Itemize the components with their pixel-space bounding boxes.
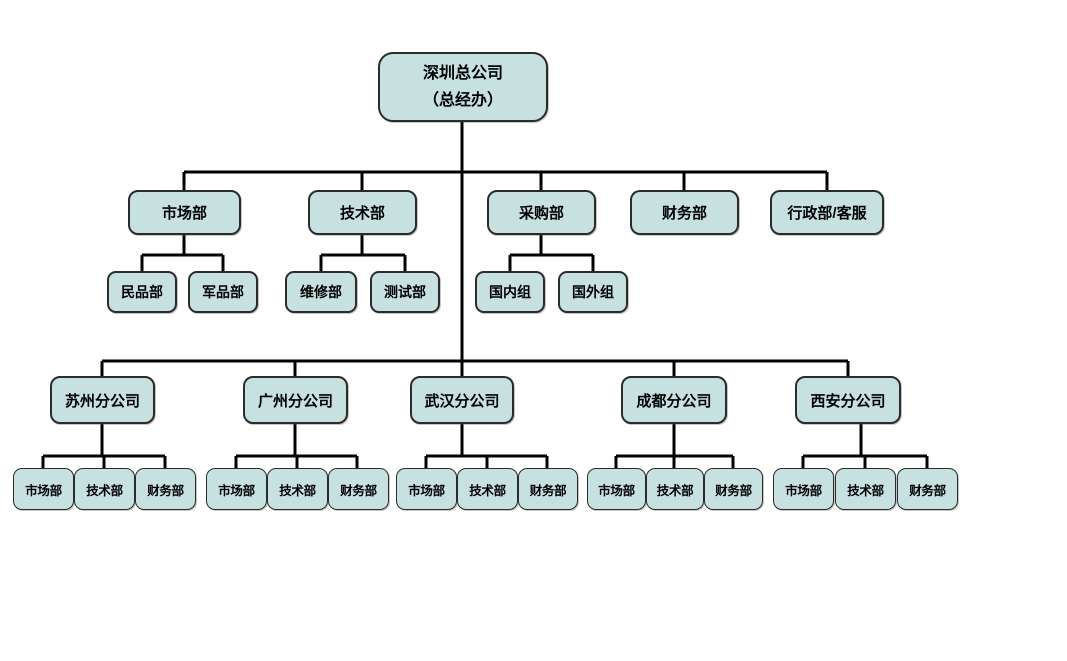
- node-xian-tech-dept: 技术部: [835, 468, 896, 510]
- node-hq-tech-dept: 技术部: [308, 190, 417, 235]
- node-chengdu-tech-dept: 技术部: [646, 468, 704, 510]
- node-xian-finance-dept: 财务部: [897, 468, 958, 510]
- node-wuhan-tech-dept: 技术部: [457, 468, 518, 510]
- node-branch-suzhou: 苏州分公司: [50, 376, 155, 424]
- node-hq-admin-service-dept: 行政部/客服: [770, 190, 884, 235]
- node-xian-marketing-dept: 市场部: [773, 468, 834, 510]
- node-guangzhou-marketing-dept: 市场部: [206, 468, 267, 510]
- node-military-products-dept: 军品部: [188, 271, 258, 313]
- node-guangzhou-tech-dept: 技术部: [267, 468, 328, 510]
- node-testing-dept: 测试部: [370, 271, 440, 313]
- node-domestic-group: 国内组: [475, 271, 545, 313]
- node-branch-xian: 西安分公司: [795, 376, 901, 424]
- node-suzhou-finance-dept: 财务部: [135, 468, 196, 510]
- node-guangzhou-finance-dept: 财务部: [328, 468, 389, 510]
- node-overseas-group: 国外组: [558, 271, 628, 313]
- node-maintenance-dept: 维修部: [285, 271, 357, 313]
- node-civilian-products-dept: 民品部: [107, 271, 177, 313]
- node-hq-shenzhen-line1: 深圳总公司: [422, 65, 503, 82]
- node-chengdu-finance-dept: 财务部: [704, 468, 763, 510]
- node-hq-finance-dept: 财务部: [630, 190, 739, 235]
- node-wuhan-marketing-dept: 市场部: [396, 468, 457, 510]
- node-wuhan-finance-dept: 财务部: [518, 468, 578, 510]
- node-branch-wuhan: 武汉分公司: [410, 376, 514, 424]
- node-branch-chengdu: 成都分公司: [621, 376, 727, 424]
- node-hq-shenzhen: 深圳总公司 （总经办）: [378, 52, 548, 122]
- node-hq-shenzhen-line2: （总经办）: [422, 92, 503, 109]
- node-suzhou-tech-dept: 技术部: [74, 468, 135, 510]
- node-hq-marketing-dept: 市场部: [128, 190, 241, 235]
- node-hq-purchasing-dept: 采购部: [487, 190, 596, 235]
- node-chengdu-marketing-dept: 市场部: [587, 468, 646, 510]
- node-suzhou-marketing-dept: 市场部: [13, 468, 74, 510]
- node-branch-guangzhou: 广州分公司: [243, 376, 348, 424]
